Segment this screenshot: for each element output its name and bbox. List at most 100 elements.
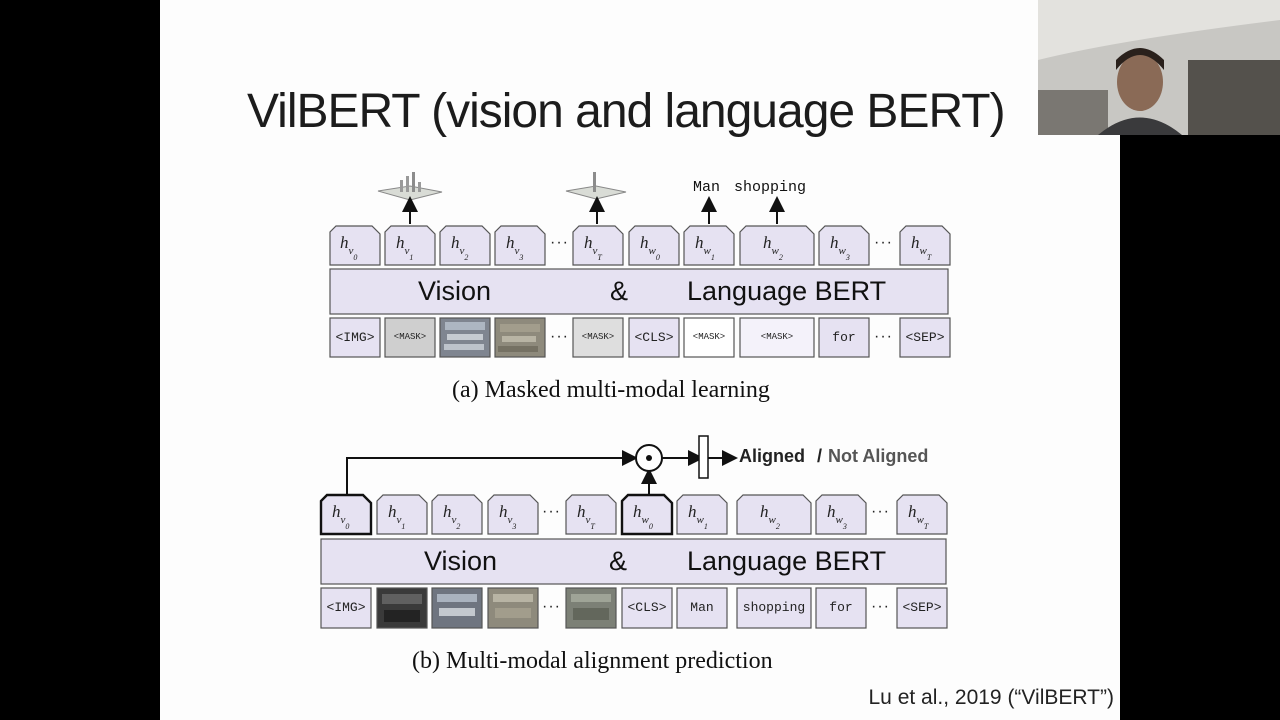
bert-label-language-b: Language BERT <box>687 546 887 576</box>
hidden-state-label: hw2 <box>763 233 783 262</box>
input-token-man: Man <box>690 600 714 615</box>
input-token-box <box>815 587 867 629</box>
hidden-state-label: hvT <box>584 233 602 262</box>
hidden-state-label: hv2 <box>443 502 461 531</box>
hidden-state-label: hvT <box>577 502 595 531</box>
hidden-state-box <box>815 494 867 535</box>
input-token-box <box>683 317 735 358</box>
input-token-box <box>621 587 673 629</box>
input-token-box <box>739 317 815 358</box>
image-patches-b <box>382 594 611 622</box>
predicted-word-man: Man <box>693 179 721 196</box>
alignment-path <box>346 435 738 495</box>
input-token-box <box>572 317 624 358</box>
hidden-state-box <box>439 225 491 266</box>
input-token-img: <IMG> <box>335 330 375 345</box>
hidden-state-label: hw1 <box>695 233 715 262</box>
input-token-box <box>329 317 381 358</box>
hidden-state-label: hwT <box>908 502 929 531</box>
hidden-state-box <box>683 225 735 266</box>
input-token-box <box>818 317 870 358</box>
hidden-state-box <box>384 225 436 266</box>
hidden-state-box <box>494 225 546 266</box>
ellipsis: ··· <box>550 328 569 345</box>
hidden-state-box <box>565 494 617 535</box>
region-prediction-thumbnail-1 <box>377 172 443 201</box>
ellipsis: ··· <box>874 234 893 251</box>
label-not-aligned: Not Aligned <box>828 446 929 466</box>
hidden-state-label: hw0 <box>633 502 653 531</box>
bert-label-amp-b: & <box>609 546 628 576</box>
input-token-for: for <box>829 600 853 615</box>
hidden-state-box <box>818 225 870 266</box>
vision-language-bert-bar-b <box>320 538 947 585</box>
hidden-state-box <box>329 225 381 266</box>
input-token-mask: <MASK> <box>581 332 615 342</box>
region-prediction-thumbnail-2 <box>565 172 627 200</box>
citation: Lu et al., 2019 (“VilBERT”) <box>868 686 1115 709</box>
ellipsis: ··· <box>542 503 561 520</box>
hidden-state-box <box>628 225 680 266</box>
caption-a: (a) Masked multi-modal learning <box>452 377 770 403</box>
input-token-box <box>899 317 951 358</box>
hidden-states-b <box>319 493 948 536</box>
image-patches-a <box>444 322 540 352</box>
output-arrows-a <box>402 196 785 224</box>
ellipsis: ··· <box>874 328 893 345</box>
slide-title: VilBERT (vision and language BERT) <box>247 85 1006 138</box>
hidden-state-box <box>676 494 728 535</box>
hidden-state-label: hw3 <box>830 233 850 262</box>
hidden-state-box <box>376 494 428 535</box>
input-token-cls: <CLS> <box>634 330 674 345</box>
hidden-state-box <box>572 225 624 266</box>
caption-b: (b) Multi-modal alignment prediction <box>412 648 773 674</box>
input-token-mask: <MASK> <box>692 332 726 342</box>
input-token-box <box>320 587 372 629</box>
input-token-sep: <SEP> <box>902 600 942 615</box>
hidden-state-label: hw1 <box>688 502 708 531</box>
hidden-state-box <box>896 494 948 535</box>
hidden-state-label: hv1 <box>388 502 406 531</box>
presenter-video-frame <box>1038 0 1280 135</box>
webcam-video <box>1038 0 1280 135</box>
input-token-box <box>896 587 948 629</box>
input-token-box <box>676 587 728 629</box>
input-token-cls: <CLS> <box>627 600 667 615</box>
hidden-state-label: hw0 <box>640 233 660 262</box>
hidden-state-box <box>431 494 483 535</box>
input-token-sep: <SEP> <box>905 330 945 345</box>
hidden-state-label: hwT <box>911 233 932 262</box>
ellipsis: ··· <box>871 598 890 615</box>
input-token-shopping: shopping <box>742 600 806 615</box>
label-aligned: Aligned <box>739 446 805 466</box>
input-token-box <box>628 317 680 358</box>
bert-label-vision-a: Vision <box>418 276 492 306</box>
input-tokens-a <box>329 317 951 358</box>
bert-label-amp-a: & <box>610 276 629 306</box>
vision-language-bert-bar-a <box>329 268 949 315</box>
label-sep: / <box>817 446 823 466</box>
hidden-state-label: hv0 <box>332 502 350 531</box>
input-token-box <box>384 317 436 358</box>
hidden-state-label: hv2 <box>451 233 469 262</box>
hidden-state-box <box>319 493 373 536</box>
linear-layer-box <box>698 435 709 479</box>
ellipsis: ··· <box>542 598 561 615</box>
slide: VilBERT (vision and language BERT) <box>160 0 1120 720</box>
hidden-state-label: hv3 <box>506 233 524 262</box>
hidden-state-box <box>620 493 674 536</box>
hidden-state-box <box>736 494 812 535</box>
hidden-state-label: hv0 <box>340 233 358 262</box>
input-token-img: <IMG> <box>326 600 366 615</box>
predicted-word-shopping: shopping <box>734 179 807 196</box>
vilbert-diagram <box>319 172 951 629</box>
hidden-states-a <box>329 225 951 266</box>
ellipsis: ··· <box>550 234 569 251</box>
input-token-box <box>736 587 812 629</box>
bert-label-language-a: Language BERT <box>687 276 887 306</box>
input-token-mask: <MASK> <box>393 332 427 342</box>
input-token-mask: <MASK> <box>760 332 794 342</box>
hidden-state-box <box>487 494 539 535</box>
hidden-state-box <box>899 225 951 266</box>
hidden-state-label: hw3 <box>827 502 847 531</box>
